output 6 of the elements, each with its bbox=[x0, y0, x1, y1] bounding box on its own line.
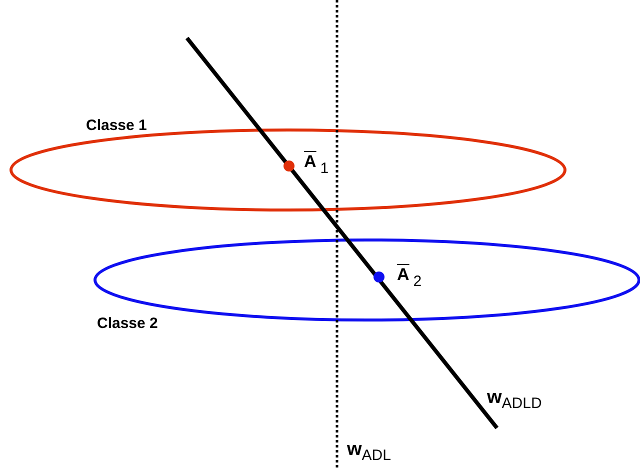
mean-label: A$_{1}$ bbox=[304, 153, 329, 176]
vector-label: w$_{ADLD}$ bbox=[487, 388, 542, 411]
class-label: Classe 1 bbox=[86, 118, 147, 133]
vector-label: w$_{ADL}$ bbox=[347, 440, 391, 463]
mean-label: A$_{2}$ bbox=[397, 266, 422, 289]
class-label: Classe 2 bbox=[97, 316, 158, 331]
